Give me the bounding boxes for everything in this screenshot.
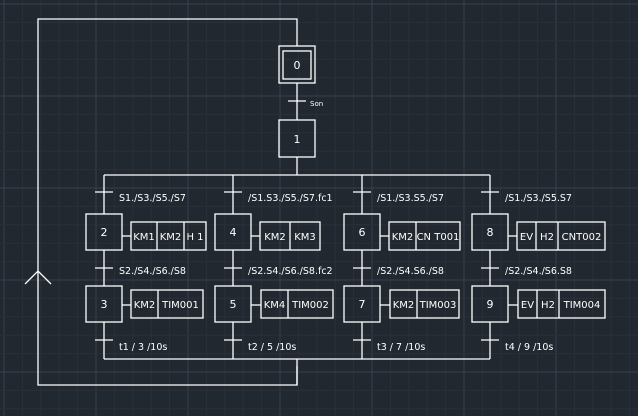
action-tim003: TIM003 xyxy=(419,300,457,311)
action-km4: KM4 xyxy=(264,300,286,311)
transition-mid-label: /S2./S4.S6./S8 xyxy=(377,266,444,277)
step-4-id: 4 xyxy=(230,226,237,239)
transition-exit-label: t3 / 7 /10s xyxy=(377,342,425,353)
action-ev: EV xyxy=(521,300,534,311)
action-block-frame xyxy=(260,289,334,319)
transition-son-label: Son xyxy=(310,100,323,108)
action-block-frame xyxy=(389,289,460,319)
step-2-id: 2 xyxy=(101,226,108,239)
action-h2: H2 xyxy=(540,232,554,243)
transition-exit-label: t2 / 5 /10s xyxy=(248,342,296,353)
transition-entry-label: /S1./S3.S5./S7 xyxy=(377,193,444,204)
action-cnt002: CNT002 xyxy=(562,232,602,243)
initial-step-outer-box xyxy=(278,45,316,84)
action-cnt001: CN T001 xyxy=(417,232,460,243)
action-block-frame xyxy=(516,221,606,251)
step-6-id: 6 xyxy=(359,226,366,239)
transition-exit-label: t1 / 3 /10s xyxy=(119,342,167,353)
action-block-frame xyxy=(517,289,606,319)
step-1[interactable]: 1 xyxy=(278,119,316,158)
step-8-id: 8 xyxy=(487,226,494,239)
initial-step-0[interactable]: 0 xyxy=(278,45,316,84)
action-tim001: TIM001 xyxy=(161,300,199,311)
step-6[interactable]: 6 xyxy=(343,213,381,251)
action-ev: EV xyxy=(520,232,533,243)
action-km2: KM2 xyxy=(134,300,156,311)
initial-step-inner-box xyxy=(282,50,312,80)
transition-exit-label: t4 / 9 /10s xyxy=(505,342,553,353)
transition-mid-label: /S2./S4./S6.S8 xyxy=(505,266,572,277)
step-7-id: 7 xyxy=(359,298,366,311)
step-4[interactable]: 4 xyxy=(214,213,252,251)
action-block-step-7: KM2 TIM003 xyxy=(389,289,460,319)
action-h1: H 1 xyxy=(186,232,203,243)
action-block-step-8: EV H2 CNT002 xyxy=(516,221,606,251)
action-block-frame xyxy=(388,221,461,251)
action-km2: KM2 xyxy=(160,232,182,243)
step-2[interactable]: 2 xyxy=(85,213,123,251)
transition-entry-label: S1./S3./S5./S7 xyxy=(119,193,186,204)
action-block-step-5: KM4 TIM002 xyxy=(260,289,334,319)
action-h2: H2 xyxy=(541,300,555,311)
action-block-frame xyxy=(130,289,204,319)
step-1-id: 1 xyxy=(294,133,301,146)
transition-entry-label: /S1.S3./S5./S7.fc1 xyxy=(248,193,333,204)
action-tim002: TIM002 xyxy=(291,300,329,311)
action-tim004: TIM004 xyxy=(563,300,601,311)
return-arrow-icon xyxy=(24,270,52,285)
action-km2: KM2 xyxy=(392,232,414,243)
action-block-step-4: KM2 KM3 xyxy=(259,221,321,251)
transition-mid-label: S2./S4./S6./S8 xyxy=(119,266,186,277)
branch-2: /S1.S3./S5./S7.fc1 4 KM2 KM3/S2.S4./S6./S8.… xyxy=(214,175,334,359)
step-5-id: 5 xyxy=(230,298,237,311)
action-km3: KM3 xyxy=(294,232,316,243)
step-8[interactable]: 8 xyxy=(471,213,509,251)
action-block-frame xyxy=(130,221,207,251)
step-1-box xyxy=(278,119,316,158)
connection-lines xyxy=(24,18,490,386)
step-3-id: 3 xyxy=(101,298,108,311)
action-km2: KM2 xyxy=(393,300,415,311)
transition-entry-label: /S1./S3./S5.S7 xyxy=(505,193,572,204)
action-km1: KM1 xyxy=(133,232,155,243)
step-9-id: 9 xyxy=(487,298,494,311)
action-block-step-2: KM1 KM2 H 1 xyxy=(130,221,207,251)
action-block-step-9: EV H2 TIM004 xyxy=(517,289,606,319)
action-km2: KM2 xyxy=(264,232,286,243)
initial-step-id: 0 xyxy=(294,59,301,72)
transition-mid-label: /S2.S4./S6./S8.fc2 xyxy=(248,266,333,277)
action-block-step-3: KM2 TIM001 xyxy=(130,289,204,319)
